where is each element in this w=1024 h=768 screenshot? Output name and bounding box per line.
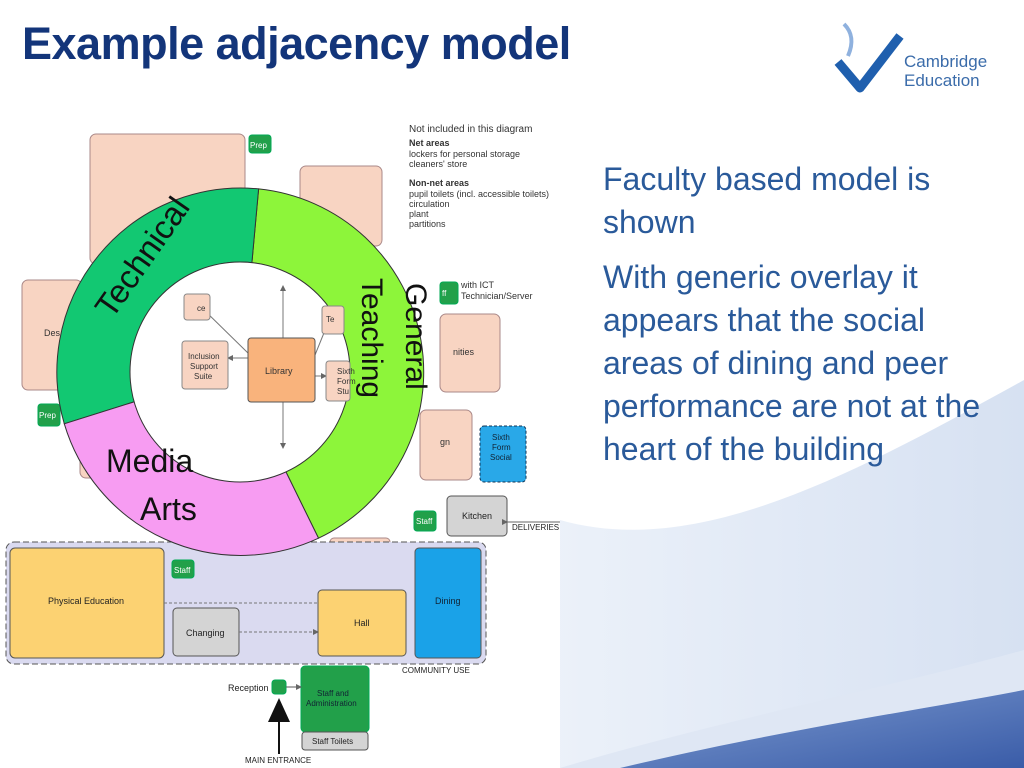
legend-net-heading: Net areas: [409, 138, 450, 148]
room-design-label: gn: [440, 437, 450, 447]
legend-net-item: cleaners' store: [409, 159, 467, 169]
room-kitchen: [446, 495, 508, 537]
room-inclusion-label-1: Inclusion: [188, 352, 220, 361]
logo-line-1: Cambridge: [904, 52, 988, 71]
central-rooms: ce Te Inclusion Support Suite Library Si…: [181, 285, 356, 449]
room-ict-staff: [439, 281, 459, 305]
room-amenities: [439, 313, 501, 393]
overlay-general-label: General: [399, 283, 432, 390]
room-sixth-form-study: [325, 360, 351, 402]
room-staff-left: [171, 559, 195, 579]
room-te: [321, 305, 345, 335]
room-sixth-label-3: Stu: [337, 387, 349, 396]
room-sixth-form-social: [479, 425, 527, 483]
room-staff-admin-label-1: Staff and: [317, 689, 349, 698]
room-sixth-label-2: Form: [337, 377, 356, 386]
room-staff-right: [413, 510, 437, 532]
room-staff-left-label: Staff: [174, 566, 191, 575]
main-entrance-arrow-icon: [268, 698, 290, 722]
community-use-label: COMMUNITY USE: [402, 666, 470, 675]
room-inclusion-label-3: Suite: [194, 372, 213, 381]
room-sixth-label-1: Sixth: [337, 367, 355, 376]
room-prep-top: [248, 134, 272, 154]
legend-nonnet-item: circulation: [409, 199, 450, 209]
bullet-generic-overlay: With generic overlay it appears that the…: [603, 259, 981, 467]
room-ict-label-2: Technician/Server: [461, 291, 533, 301]
room-dining-label: Dining: [435, 596, 461, 606]
room-inclusion-support-suite: [181, 340, 229, 390]
room-social-label-1: Sixth: [492, 433, 510, 442]
cambridge-education-logo: [834, 22, 904, 93]
room-prep-left: [37, 403, 61, 427]
room-inclusion-label-2: Support: [190, 362, 219, 371]
room-design: [419, 409, 473, 481]
room-kitchen-label: Kitchen: [462, 511, 492, 521]
room-staff-toilets: [301, 731, 369, 751]
overlay-teaching-label: Teaching: [355, 278, 388, 398]
legend-nonnet-heading: Non-net areas: [409, 178, 469, 188]
overlay-arts-label: Arts: [140, 491, 197, 527]
room-ce: [183, 293, 211, 321]
room-library-label: Library: [265, 366, 293, 376]
room-social-label-2: Form: [492, 443, 511, 452]
legend: Not included in this diagram Net areas l…: [409, 124, 549, 229]
room-ict-staff-label: ff: [442, 289, 447, 298]
main-entrance-label: MAIN ENTRANCE: [245, 756, 311, 765]
reception-label: Reception: [228, 683, 269, 693]
room-te-label: Te: [326, 315, 335, 324]
room-hall-label: Hall: [354, 618, 370, 628]
room-des-label: Des: [44, 328, 61, 338]
slide-title: Example adjacency model: [22, 18, 571, 69]
room-staff-admin-label-2: Administration: [306, 699, 357, 708]
legend-nonnet-item: pupil toilets (incl. accessible toilets): [409, 189, 549, 199]
legend-heading: Not included in this diagram: [409, 124, 532, 135]
room-hall: [317, 589, 407, 657]
room-physical-education-label: Physical Education: [48, 596, 124, 606]
bullet-faculty-model: Faculty based model is shown: [603, 161, 931, 240]
room-social-label-3: Social: [490, 453, 512, 462]
logo-line-2: Education: [904, 71, 980, 90]
room-prep-top-label: Prep: [250, 141, 267, 150]
room-staff-right-label: Staff: [416, 517, 433, 526]
room-reception: [271, 679, 287, 695]
room-changing-label: Changing: [186, 628, 225, 638]
legend-net-item: lockers for personal storage: [409, 149, 520, 159]
bullet-list: Faculty based model is shown With generi…: [603, 158, 1003, 483]
overlay-media-label: Media: [106, 443, 193, 479]
room-amenities-label: nities: [453, 347, 475, 357]
legend-nonnet-item: plant: [409, 209, 429, 219]
room-ict-label-1: with ICT: [460, 280, 495, 290]
adjacency-diagram: Not included in this diagram Net areas l…: [5, 124, 560, 765]
room-ce-label: ce: [197, 304, 206, 313]
logo-text: Cambridge Education: [904, 52, 987, 90]
room-staff-toilets-label: Staff Toilets: [312, 737, 353, 746]
room-library: [247, 337, 316, 403]
room-dining: [414, 547, 482, 659]
deliveries-label: DELIVERIES: [512, 523, 559, 532]
legend-nonnet-item: partitions: [409, 219, 446, 229]
room-prep-left-label: Prep: [39, 411, 56, 420]
